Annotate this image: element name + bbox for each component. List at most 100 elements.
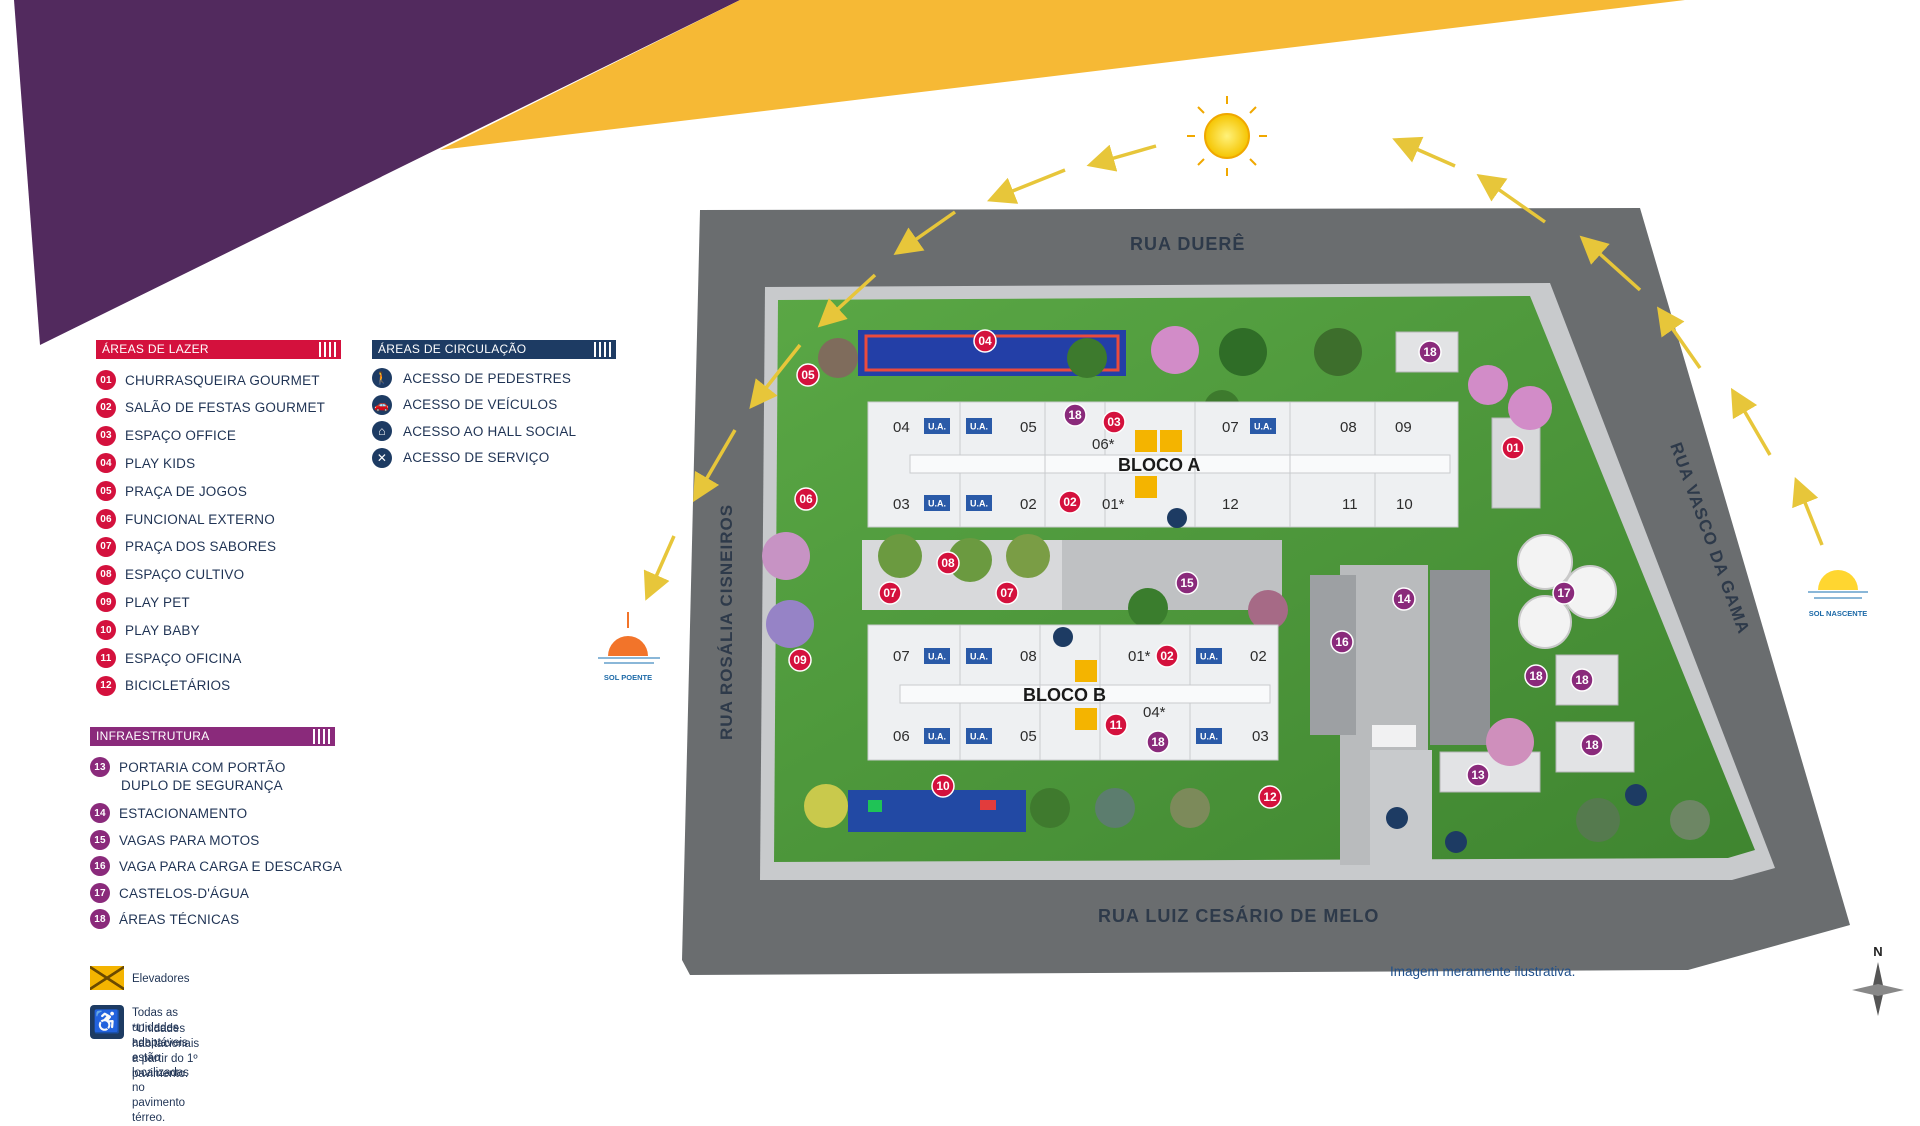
map-marker-purple <box>1580 733 1604 757</box>
circ-title: ÁREAS DE CIRCULAÇÃO <box>378 342 527 356</box>
unit-number: 07 <box>1222 419 1239 436</box>
legend-label: BICICLETÁRIOS <box>125 678 231 694</box>
infra-item: 15 VAGAS PARA MOTOS <box>90 830 260 850</box>
legend-label: VAGA PARA CARGA E DESCARGA <box>119 858 343 874</box>
compass-rose-icon: N <box>1852 944 1904 1016</box>
legend-number-badge: 09 <box>96 592 116 613</box>
map-marker-purple-label: 18 <box>1529 669 1543 683</box>
map-marker-red-label: 10 <box>936 779 950 793</box>
map-marker-red-label: 08 <box>941 556 955 570</box>
legend-label: ACESSO DE SERVIÇO <box>403 450 550 465</box>
elevator-b1 <box>1075 660 1097 682</box>
sunrise-label: SOL NASCENTE <box>1809 609 1868 618</box>
map-marker-red-label: 12 <box>1263 790 1277 804</box>
unit-number: 08 <box>1020 648 1037 665</box>
map-marker-red-label: 02 <box>1160 649 1174 663</box>
map-marker-red-label: 11 <box>1110 718 1123 732</box>
unit-number: 08 <box>1340 419 1357 436</box>
unit-number: 02 <box>1020 496 1037 513</box>
legend-number-badge: 03 <box>96 425 116 446</box>
bloco-b-label: BLOCO B <box>1023 685 1106 705</box>
ua-badge-box <box>966 418 992 434</box>
map-marker-red <box>878 581 902 605</box>
ua-badge-label: U.A. <box>1254 422 1272 432</box>
ua-badge-box <box>924 418 950 434</box>
unit-number: 07 <box>893 648 910 665</box>
map-marker-purple <box>1418 340 1442 364</box>
sunset-label: SOL POENTE <box>604 673 652 682</box>
circ-item: ⌂ACESSO AO HALL SOCIAL <box>372 421 576 441</box>
ua-badge-box <box>924 648 950 664</box>
map-marker-red <box>1258 785 1282 809</box>
map-marker-purple <box>1392 587 1416 611</box>
legend-number-badge: 07 <box>96 536 116 557</box>
map-marker-purple-label: 13 <box>1471 768 1485 782</box>
site-plan: U.A.U.A.U.A.U.A.U.A.U.A.U.A.U.A.U.A.U.A.… <box>14 0 1904 1016</box>
legend-number-badge: 08 <box>96 564 116 585</box>
unit-number: 05 <box>1020 728 1037 745</box>
pedestrian-access-marker <box>1445 831 1467 853</box>
lazer-item: 07 PRAÇA DOS SABORES <box>96 536 277 557</box>
unit-number: 01* <box>1128 648 1151 665</box>
map-marker-purple <box>1330 630 1354 654</box>
legend-label: PLAY KIDS <box>125 455 196 471</box>
ua-badge-label: U.A. <box>970 732 988 742</box>
legend-label: ACESSO DE VEÍCULOS <box>403 397 558 412</box>
map-marker-red-label: 05 <box>801 368 815 382</box>
compass-north-label: N <box>1873 944 1882 959</box>
map-marker-purple <box>1146 730 1170 754</box>
map-marker-red <box>796 363 820 387</box>
unit-number: 04* <box>1143 704 1166 721</box>
unit-number: 03 <box>1252 728 1269 745</box>
map-marker-red <box>995 581 1019 605</box>
ua-badge-label: U.A. <box>928 499 946 509</box>
circ-item: ✕ ACESSO DE SERVIÇO <box>372 447 550 468</box>
service-icon: ✕ <box>372 447 392 468</box>
unit-number: 01* <box>1102 496 1125 513</box>
vehicle-access-marker <box>1386 807 1408 829</box>
street-bottom: RUA LUIZ CESÁRIO DE MELO <box>1098 905 1379 926</box>
loading-bay <box>1310 575 1356 735</box>
legend-number-badge: 04 <box>96 453 116 474</box>
legend-label: FUNCIONAL EXTERNO <box>125 511 275 527</box>
map-marker-purple-label: 18 <box>1575 673 1589 687</box>
circ-item: 🚗ACESSO DE VEÍCULOS <box>372 394 558 415</box>
lazer-item: 12 BICICLETÁRIOS <box>96 675 231 696</box>
hall-icon: ⌂ <box>372 421 392 441</box>
map-marker-red-label: 01 <box>1506 441 1520 455</box>
map-marker-red <box>1058 490 1082 514</box>
internal-parking <box>1062 540 1282 610</box>
unit-number: 06 <box>893 728 910 745</box>
ua-badge-label: U.A. <box>970 652 988 662</box>
legend-label: CASTELOS-D'ÁGUA <box>119 885 250 901</box>
legend-label: ÁREAS TÉCNICAS <box>119 911 240 927</box>
map-marker-purple <box>1552 581 1576 605</box>
map-marker-red <box>973 329 997 353</box>
ua-badge-box <box>966 648 992 664</box>
water-tanks <box>1517 534 1617 649</box>
legend-label: VAGAS PARA MOTOS <box>119 832 260 848</box>
units-note: *Unidades habitacionais a partir do 1º p… <box>132 1023 200 1080</box>
corner-yellow-shape <box>440 0 1685 150</box>
legend-label: PRAÇA DOS SABORES <box>125 539 277 555</box>
bloco-b <box>867 624 1279 761</box>
ua-badge-label: U.A. <box>928 422 946 432</box>
legend-label: SALÃO DE FESTAS GOURMET <box>125 400 326 416</box>
map-marker-red <box>936 551 960 575</box>
ua-badge-label: U.A. <box>928 652 946 662</box>
service-access-marker <box>1625 784 1647 806</box>
unit-number: 12 <box>1222 496 1239 513</box>
legend-number-badge: 12 <box>96 675 116 696</box>
churrasqueira-structure <box>1491 417 1541 509</box>
legend-number-badge: 15 <box>90 830 110 850</box>
